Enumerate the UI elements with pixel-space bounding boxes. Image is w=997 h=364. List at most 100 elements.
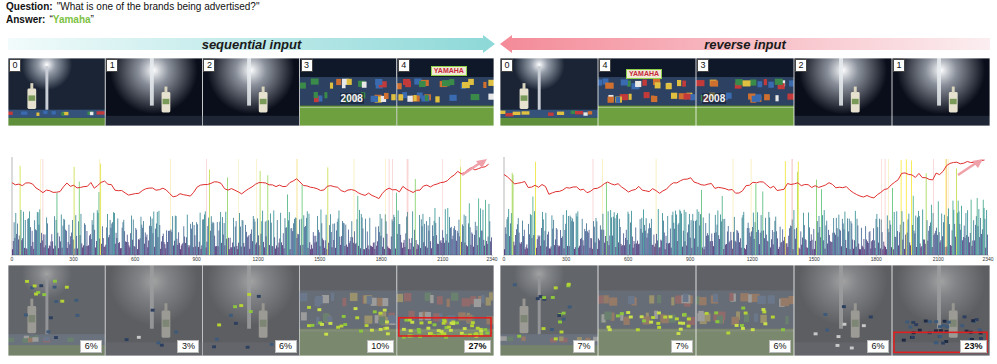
art-shape xyxy=(748,228,750,255)
art-shape xyxy=(192,222,194,255)
art-shape xyxy=(572,218,574,255)
art-shape xyxy=(804,239,806,255)
art-shape xyxy=(462,163,480,175)
art-shape xyxy=(474,332,478,335)
highlight-box xyxy=(399,318,491,336)
art-shape xyxy=(51,234,53,255)
art-shape xyxy=(259,171,261,255)
art-shape xyxy=(247,58,251,106)
art-shape xyxy=(471,321,475,324)
art-shape xyxy=(8,110,105,118)
art-shape xyxy=(869,231,871,255)
art-shape xyxy=(508,209,510,255)
box-label: 6% xyxy=(773,341,786,352)
art-shape xyxy=(669,315,673,318)
art-shape xyxy=(562,215,564,255)
art-shape xyxy=(822,215,824,255)
art-shape xyxy=(443,238,445,255)
art-shape xyxy=(642,319,646,322)
art-shape xyxy=(847,218,849,255)
art-shape xyxy=(517,218,519,255)
art-shape xyxy=(816,221,818,255)
art-shape xyxy=(300,265,397,356)
art-shape xyxy=(582,240,584,255)
art-shape xyxy=(442,230,444,255)
art-shape xyxy=(528,224,530,255)
art-shape xyxy=(581,219,583,255)
art-shape xyxy=(383,238,385,255)
art-shape xyxy=(403,240,405,255)
art-shape xyxy=(63,219,65,255)
art-shape xyxy=(466,245,468,255)
art-shape xyxy=(30,83,33,89)
art-shape xyxy=(24,220,26,255)
art-shape xyxy=(372,243,374,255)
art-shape xyxy=(567,283,571,286)
art-shape xyxy=(253,219,255,255)
art-shape xyxy=(458,220,460,255)
frame-index: 0 xyxy=(501,59,513,72)
art-shape xyxy=(300,83,306,89)
art-shape xyxy=(270,223,272,255)
art-shape xyxy=(557,245,559,255)
art-shape xyxy=(794,58,892,126)
art-shape xyxy=(779,227,781,255)
art-shape xyxy=(709,241,711,255)
art-shape xyxy=(573,222,575,255)
box-label: 0 xyxy=(504,60,509,71)
art-shape xyxy=(607,211,609,255)
box-label: 6% xyxy=(871,341,884,352)
art-shape xyxy=(297,159,298,255)
art-shape xyxy=(373,242,375,255)
art-shape xyxy=(365,219,367,255)
art-shape xyxy=(362,229,364,255)
art-shape xyxy=(66,231,68,255)
axis-tick: 0 xyxy=(503,256,506,262)
art-shape xyxy=(934,341,938,344)
art-shape xyxy=(21,111,27,114)
art-shape xyxy=(425,95,428,101)
art-shape xyxy=(852,240,854,255)
art-shape xyxy=(397,77,494,106)
art-shape xyxy=(245,225,247,255)
art-shape xyxy=(696,58,794,126)
art-shape xyxy=(588,230,590,255)
art-shape xyxy=(948,159,949,255)
art-shape xyxy=(436,235,438,255)
art-shape xyxy=(463,215,465,255)
art-shape xyxy=(924,320,928,323)
art-shape xyxy=(888,159,889,255)
art-shape xyxy=(922,209,924,255)
art-shape xyxy=(408,319,412,322)
art-shape xyxy=(850,221,852,255)
art-shape xyxy=(607,326,611,329)
art-shape xyxy=(159,225,161,255)
art-shape xyxy=(823,210,825,255)
art-shape xyxy=(109,220,111,255)
art-shape xyxy=(522,221,524,255)
box-label: 3 xyxy=(700,60,705,71)
art-shape xyxy=(677,332,681,335)
art-shape xyxy=(52,111,56,114)
video-frame xyxy=(500,39,598,126)
art-shape xyxy=(687,317,691,320)
art-shape xyxy=(442,80,450,86)
art-shape xyxy=(449,217,451,255)
art-shape xyxy=(209,169,211,255)
art-shape xyxy=(199,213,201,255)
art-shape xyxy=(825,329,829,332)
art-shape xyxy=(13,222,15,255)
art-shape xyxy=(355,316,359,319)
art-shape xyxy=(965,213,967,255)
art-shape xyxy=(909,326,913,329)
art-shape xyxy=(470,324,474,327)
art-shape xyxy=(744,312,748,315)
art-shape xyxy=(347,79,352,85)
art-shape xyxy=(186,215,188,255)
art-shape xyxy=(522,111,530,114)
art-shape xyxy=(945,159,947,255)
art-shape xyxy=(179,243,181,255)
art-shape xyxy=(325,215,327,255)
art-shape xyxy=(432,225,434,255)
